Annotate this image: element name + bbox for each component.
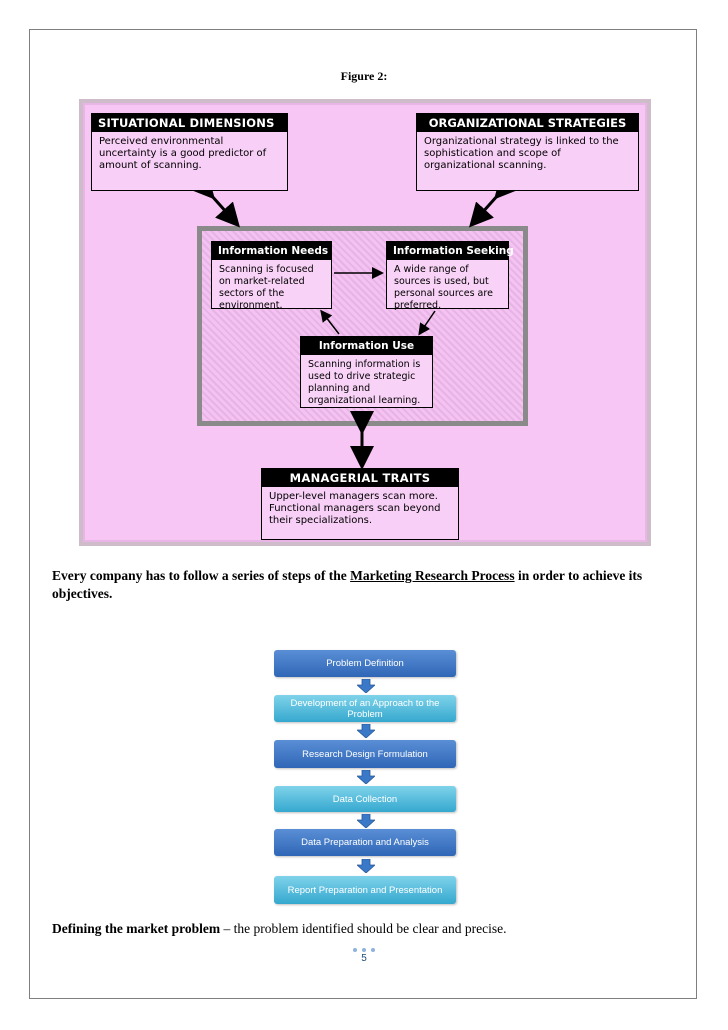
information-seeking-title: Information Seeking xyxy=(387,242,514,260)
organizational-strategies-text: Organizational strategy is linked to the… xyxy=(424,136,619,171)
step-problem-definition: Problem Definition xyxy=(274,650,456,677)
situational-dimensions-box: SITUATIONAL DIMENSIONS Perceived environ… xyxy=(91,113,288,191)
page-number: 5 xyxy=(361,953,367,964)
situational-dimensions-text: Perceived environmental uncertainty is a… xyxy=(99,136,267,171)
marketing-research-process-link[interactable]: Marketing Research Process xyxy=(350,568,515,583)
organizational-strategies-title: ORGANIZATIONAL STRATEGIES xyxy=(417,114,638,132)
down-arrow-icon xyxy=(357,724,375,738)
information-seeking-text: A wide range of sources is used, but per… xyxy=(394,264,493,311)
definition-paragraph: Defining the market problem – the proble… xyxy=(52,920,682,938)
arrow-seeking-to-use xyxy=(418,310,436,336)
intro-text-after: in order to achieve its objectives. xyxy=(52,568,643,601)
intro-text-before: Every company has to follow a series of … xyxy=(52,568,351,583)
step-data-preparation: Data Preparation and Analysis xyxy=(274,829,456,856)
page-border xyxy=(29,29,697,999)
information-needs-box: Information Needs Scanning is focused on… xyxy=(211,241,332,311)
down-arrow-icon xyxy=(357,770,375,784)
organizational-strategies-box: ORGANIZATIONAL STRATEGIES Organizational… xyxy=(416,113,639,191)
situational-dimensions-title: SITUATIONAL DIMENSIONS xyxy=(92,114,287,132)
information-use-text: Scanning information is used to drive st… xyxy=(308,359,421,406)
down-arrow-icon xyxy=(357,859,375,873)
managerial-traits-title: MANAGERIAL TRAITS xyxy=(262,469,458,487)
diagram-arrows xyxy=(190,173,519,470)
down-arrow-icon xyxy=(357,679,375,693)
information-needs-title: Information Needs xyxy=(212,242,331,260)
arrow-organizational-to-frame xyxy=(469,173,519,228)
intro-paragraph: Every company has to follow a series of … xyxy=(52,567,682,603)
page-dots-icon xyxy=(353,948,375,952)
step-approach-development: Development of an Approach to the Proble… xyxy=(274,695,456,722)
environmental-scanning-diagram: SITUATIONAL DIMENSIONS Perceived environ… xyxy=(79,99,651,546)
arrow-use-to-needs xyxy=(320,309,340,335)
managerial-traits-text: Upper-level managers scan more. Function… xyxy=(269,491,441,526)
information-use-title: Information Use xyxy=(301,337,432,355)
figure-caption: Figure 2: xyxy=(340,69,388,83)
information-use-box: Information Use Scanning information is … xyxy=(300,336,433,408)
information-seeking-box: Information Seeking A wide range of sour… xyxy=(386,241,514,311)
step-report-preparation: Report Preparation and Presentation xyxy=(274,876,456,904)
step-data-collection: Data Collection xyxy=(274,786,456,812)
information-needs-text: Scanning is focused on market-related se… xyxy=(219,264,314,311)
definition-text: – the problem identified should be clear… xyxy=(220,921,507,936)
step-research-design: Research Design Formulation xyxy=(274,740,456,768)
managerial-traits-box: MANAGERIAL TRAITS Upper-level managers s… xyxy=(261,468,459,540)
arrow-situational-to-frame xyxy=(190,173,240,228)
down-arrow-icon xyxy=(357,814,375,828)
definition-term: Defining the market problem xyxy=(52,921,221,936)
